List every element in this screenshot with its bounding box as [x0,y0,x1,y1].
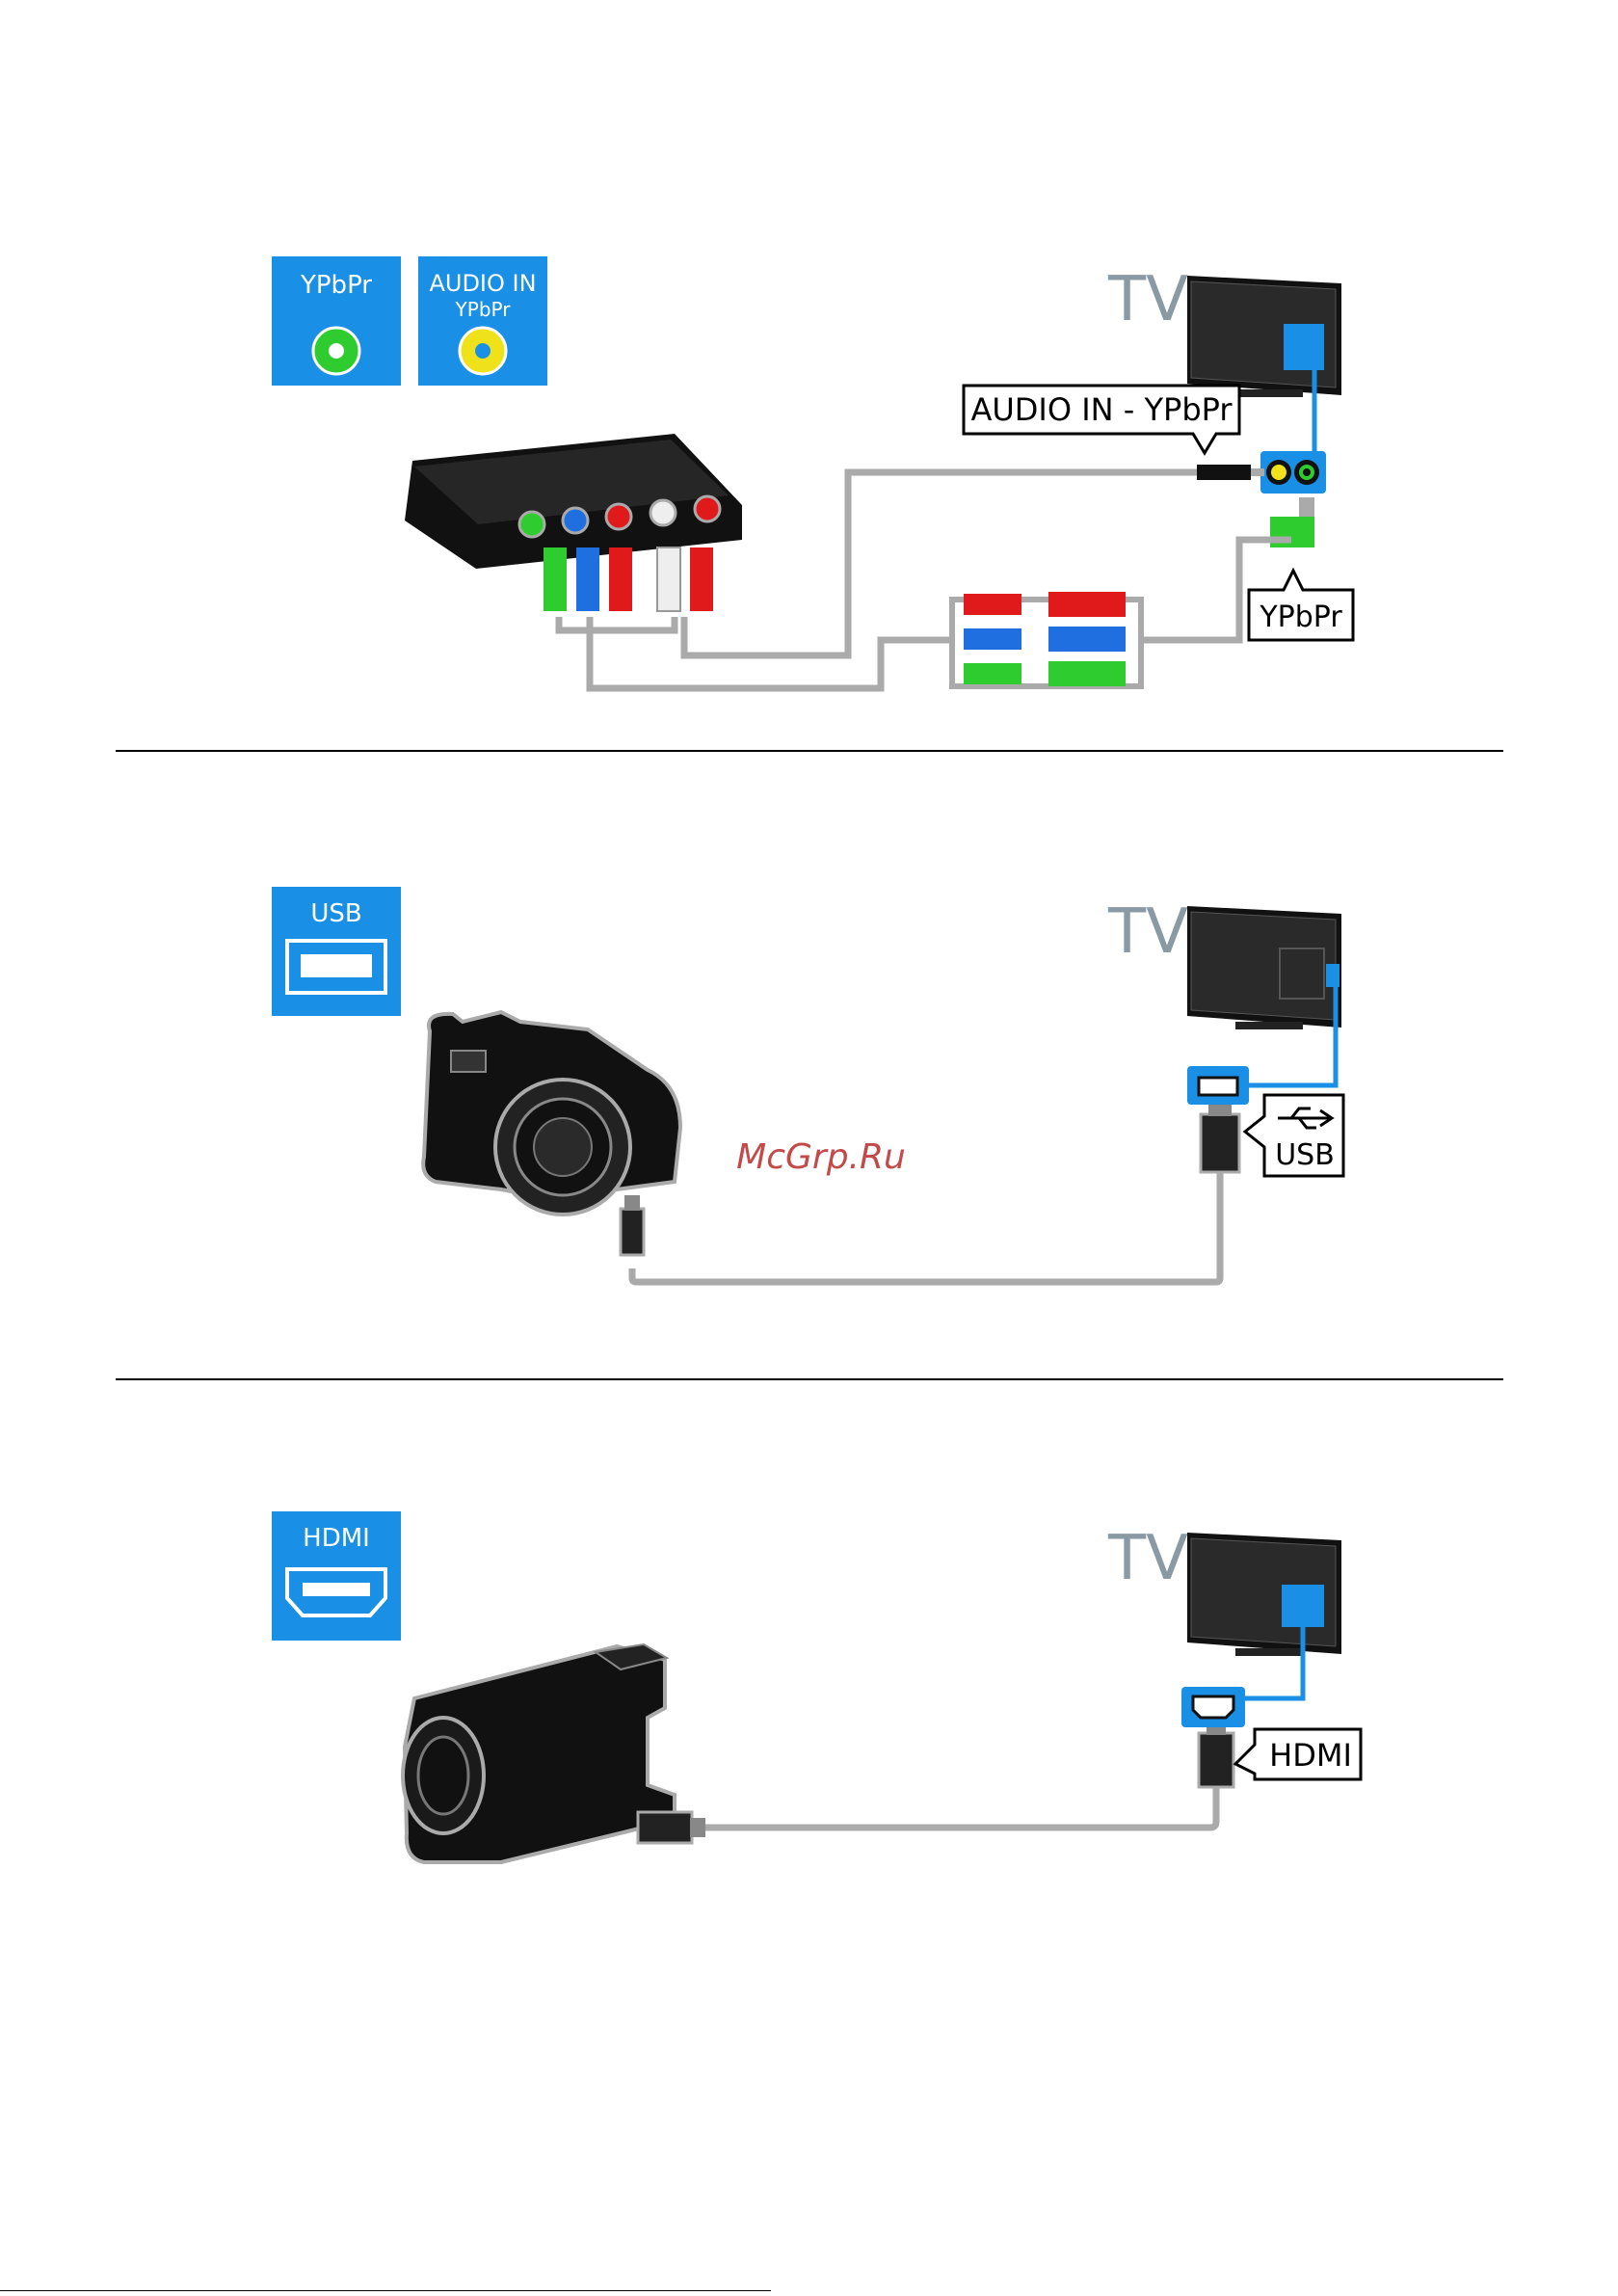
panel-hdmi: HDMI TV HDMI [0,1380,1618,1978]
tv-label: TV [1107,896,1188,968]
tv-icon [1187,1533,1341,1698]
hdmi-diagram: HDMI TV HDMI [0,1380,1618,1978]
hdmi-cable [638,1718,1233,1843]
usb-diagram: USB TV McGrp.Ru USB [0,752,1618,1380]
callout-ypbpr-text: YPbPr [1259,601,1342,634]
footer-line [0,2290,771,2291]
badge-audio-line1: AUDIO IN [429,270,536,297]
component-adapter [952,592,1141,686]
usb-cable [621,1099,1239,1282]
tv-label: TV [1107,1523,1188,1594]
callout-audio-text: AUDIO IN - YPbPr [970,391,1233,428]
callout-hdmi-text: HDMI [1269,1737,1352,1774]
camera-icon [423,1012,680,1215]
callout-audio: AUDIO IN - YPbPr [964,386,1239,453]
badge-audio-in: AUDIO IN YPbPr [418,256,547,386]
callout-hdmi: HDMI [1235,1729,1361,1779]
badge-audio-line2: YPbPr [455,298,512,321]
watermark: McGrp.Ru [736,1137,906,1177]
badge-hdmi: HDMI [272,1511,401,1641]
badge-ypbpr-label: YPbPr [300,271,372,300]
callout-ypbpr: YPbPr [1249,571,1353,640]
badge-usb-label: USB [310,899,361,928]
badge-hdmi-label: HDMI [303,1524,370,1553]
badge-ypbpr: YPbPr [272,256,401,386]
audio-plug-icon [1197,465,1264,480]
callout-usb: USB [1245,1095,1343,1176]
ypbpr-diagram: YPbPr AUDIO IN YPbPr TV AUDIO IN - YPbPr [0,0,1618,752]
panel-usb: USB TV McGrp.Ru USB [0,752,1618,1380]
panel-ypbpr: YPbPr AUDIO IN YPbPr TV AUDIO IN - YPbPr [0,0,1618,752]
tv-label: TV [1107,264,1188,335]
tv-jack-panel [1260,451,1326,494]
tv-usb-port [1187,1066,1249,1105]
tv-hdmi-port [1181,1687,1245,1727]
tv-icon [1187,906,1341,1085]
camcorder-icon [403,1644,675,1862]
callout-usb-text: USB [1275,1138,1335,1172]
badge-usb: USB [272,887,401,1016]
